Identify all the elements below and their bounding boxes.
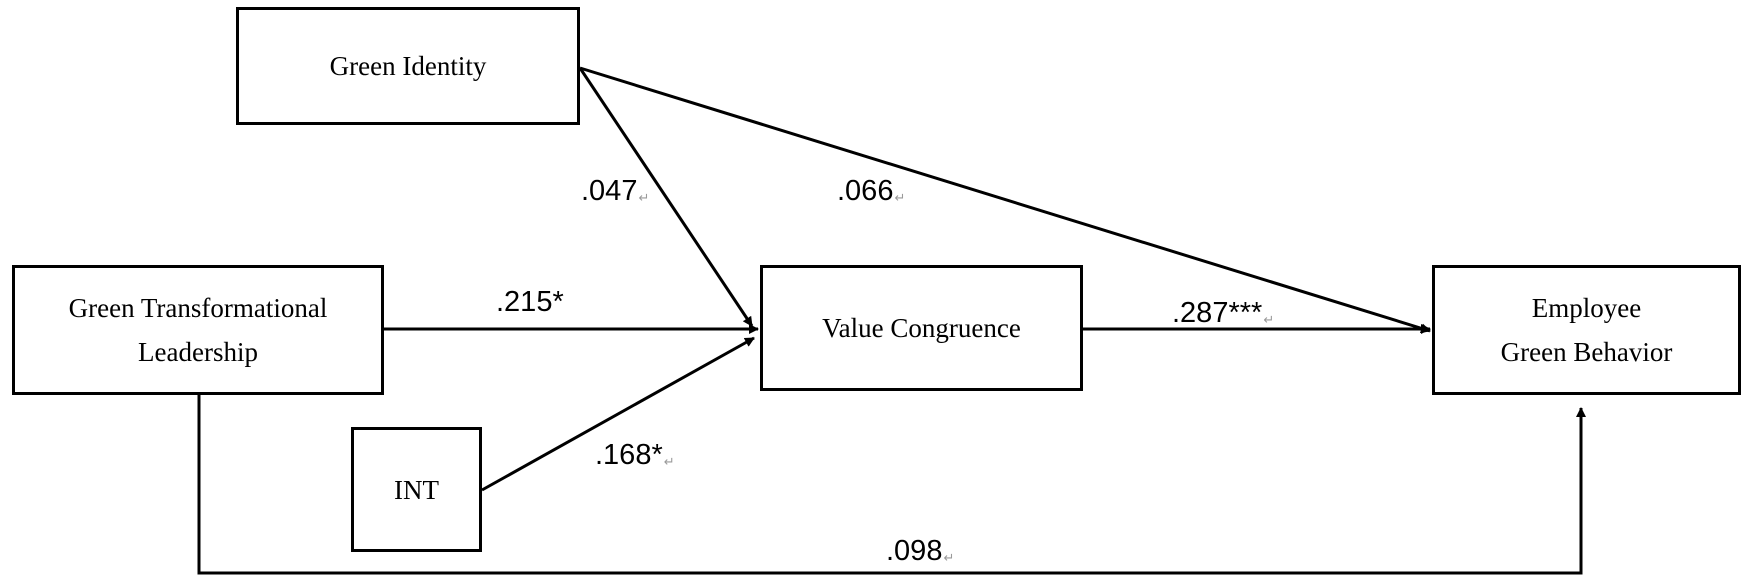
coef-vc-to-egb: .287***↵ xyxy=(1172,299,1274,328)
node-egb-label-line1: Employee xyxy=(1531,293,1642,323)
paragraph-mark-icon: ↵ xyxy=(663,454,675,469)
coef-gtl-to-egb-value: .098 xyxy=(886,535,943,567)
coef-vc-to-egb-value: .287*** xyxy=(1172,297,1263,329)
node-int-label: INT xyxy=(394,474,439,505)
coef-gi-to-vc: .047↵ xyxy=(581,177,649,206)
node-gtl-label-line2: Leadership xyxy=(138,337,258,367)
node-green-identity: Green Identity xyxy=(236,7,580,125)
arrow-gi-to-egb xyxy=(579,66,1431,334)
coef-gtl-to-egb: .098↵ xyxy=(886,537,954,566)
coef-gi-to-egb-value: .066 xyxy=(837,175,894,207)
node-int: INT xyxy=(351,427,482,552)
paragraph-mark-icon: ↵ xyxy=(894,190,906,205)
node-employee-green-behavior: Employee Green Behavior xyxy=(1432,265,1741,395)
coef-gtl-to-vc: .215* xyxy=(496,288,564,317)
arrow-gi-to-vc xyxy=(578,67,754,327)
paragraph-mark-icon: ↵ xyxy=(1263,312,1275,327)
node-egb-label-line2: Green Behavior xyxy=(1500,337,1673,367)
node-gtl-label-line1: Green Transformational xyxy=(68,293,328,323)
coef-gi-to-vc-value: .047 xyxy=(581,175,638,207)
node-value-congruence: Value Congruence xyxy=(760,265,1083,391)
coef-gi-to-egb: .066↵ xyxy=(837,177,905,206)
paragraph-mark-icon: ↵ xyxy=(638,190,650,205)
coef-int-to-vc: .168*↵ xyxy=(595,441,675,470)
node-green-identity-label: Green Identity xyxy=(329,51,487,81)
arrow-int-to-vc xyxy=(481,336,755,492)
arrow-gtl-to-egb xyxy=(197,395,1586,575)
paragraph-mark-icon: ↵ xyxy=(943,550,955,565)
node-value-congruence-label: Value Congruence xyxy=(822,313,1021,343)
coef-gtl-to-vc-value: .215* xyxy=(496,286,564,318)
node-green-transformational-leadership: Green Transformational Leadership xyxy=(12,265,384,395)
coef-int-to-vc-value: .168* xyxy=(595,439,663,471)
